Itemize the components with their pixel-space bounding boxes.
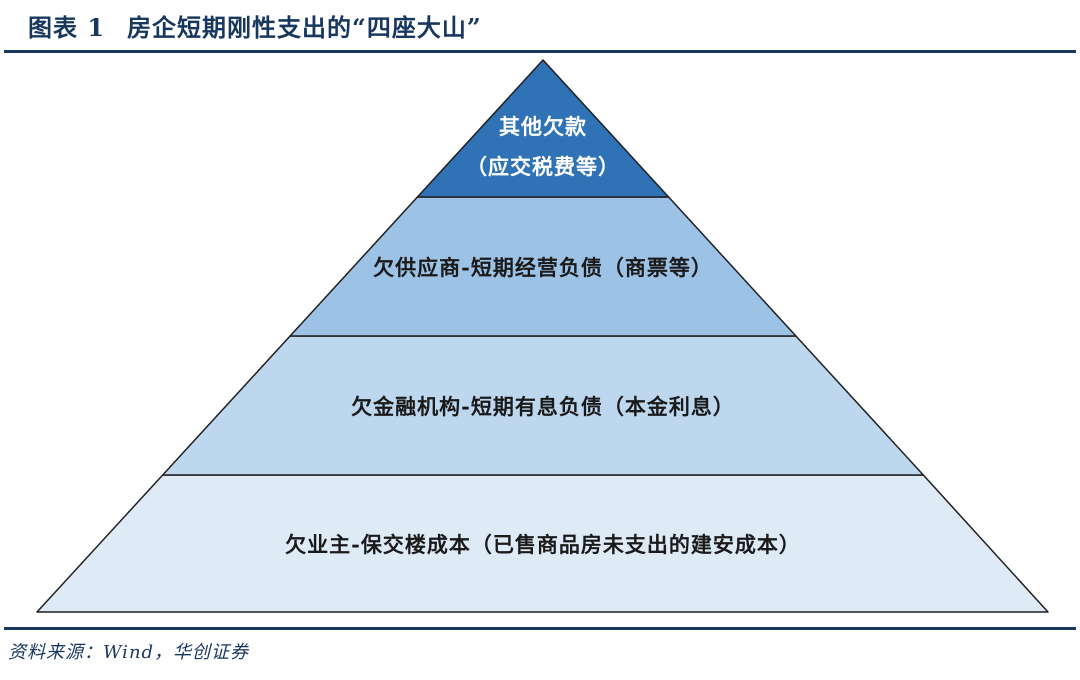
data-source-note: 资料来源：Wind，华创证券 bbox=[8, 642, 250, 663]
figure-title: 图表 1 房企短期刚性支出的“四座大山” bbox=[28, 8, 482, 43]
pyramid-layer-4-label: 欠业主-保交楼成本（已售商品房未支出的建安成本） bbox=[285, 532, 801, 557]
figure-index-label: 图表 1 bbox=[28, 13, 106, 42]
title-divider-line bbox=[4, 50, 1076, 53]
footer-divider-line bbox=[4, 627, 1076, 630]
pyramid-layer-1-shape bbox=[416, 59, 670, 198]
pyramid-layer-2-label: 欠供应商-短期经营负债（商票等） bbox=[373, 255, 713, 280]
pyramid-layer-1-label-line2: （应交税费等） bbox=[466, 154, 620, 179]
pyramid-layer-1-label-line1: 其他欠款 bbox=[499, 114, 587, 139]
pyramid-layer-3-label: 欠金融机构-短期有息负债（本金利息） bbox=[351, 394, 735, 419]
figure-title-text: 房企短期刚性支出的“四座大山” bbox=[127, 13, 482, 42]
